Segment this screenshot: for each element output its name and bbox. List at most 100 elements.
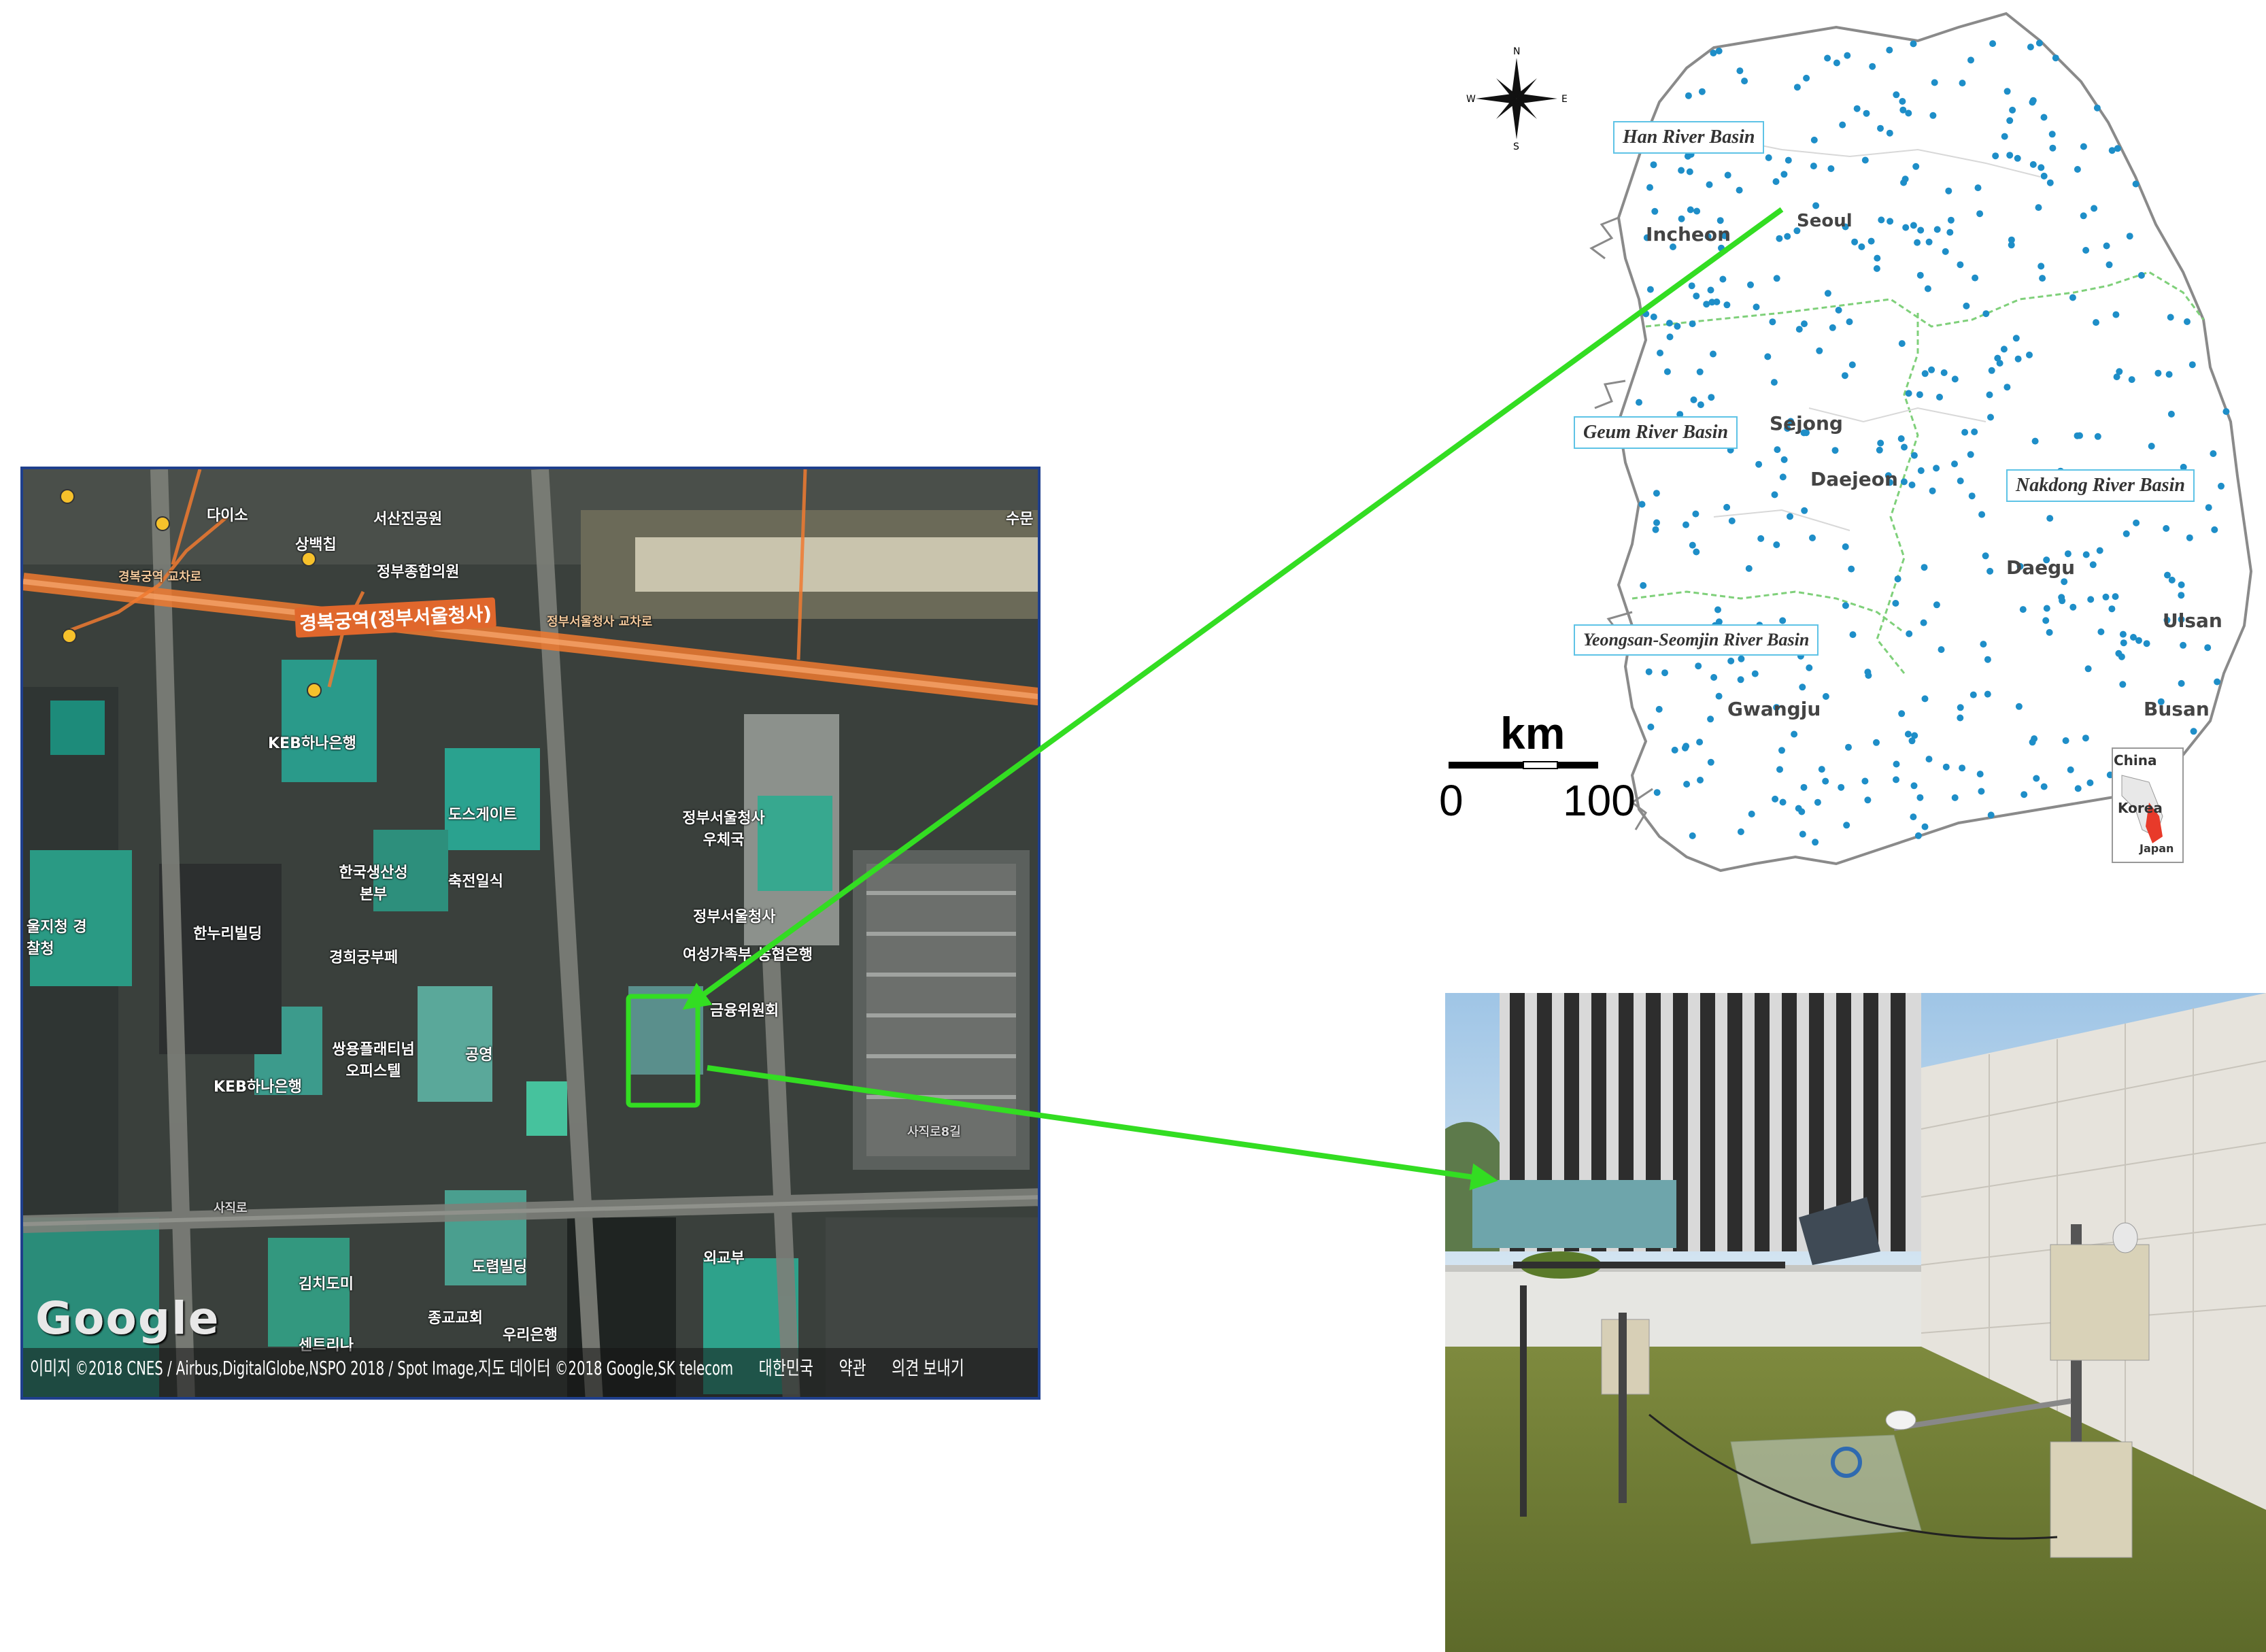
station-dot (1753, 303, 1760, 311)
station-dot (1992, 152, 1999, 160)
station-dot (2026, 351, 2033, 358)
station-dot (1737, 676, 1744, 684)
satellite-footer (23, 1348, 1038, 1397)
station-dot (2062, 737, 2069, 744)
station-dot (1833, 59, 1840, 67)
station-dot (1693, 207, 1701, 215)
station-dot (2049, 144, 2057, 152)
station-dot (1687, 206, 1694, 214)
station-dot (1908, 482, 1916, 488)
station-dot (1971, 428, 1978, 435)
map-label: 정부서울청사 교차로 (547, 615, 653, 629)
map-label: 정부서울청사 우체국 (682, 810, 765, 849)
city-label-gwangju: Gwangju (1727, 698, 1821, 720)
station-dot (2042, 617, 2050, 624)
station-dot (1810, 163, 1817, 170)
station-dot (1978, 788, 1985, 795)
station-dot (2008, 236, 2015, 243)
footer-link-feedback[interactable]: 의견 보내기 (892, 1357, 964, 1379)
station-dot (2184, 318, 2191, 325)
station-dot (1892, 600, 1899, 607)
station-dot (1650, 161, 1657, 169)
station-dot (2103, 242, 2110, 250)
station-dot (2135, 637, 2142, 644)
station-dot (2163, 525, 2170, 532)
station-dot (2205, 504, 2212, 511)
station-dot (2039, 275, 2046, 282)
station-dot (2178, 679, 2185, 687)
station-dot (1657, 350, 1663, 356)
station-dot (2046, 515, 2054, 522)
station-dot (1714, 606, 1721, 613)
station-dot (2074, 785, 2082, 792)
station-dot (1778, 747, 1785, 754)
station-dot (2093, 319, 2099, 326)
map-label: 금융위원회 (710, 1002, 779, 1019)
map-label: 울지청 경찰청 (27, 919, 87, 958)
station-dot (2114, 145, 2121, 152)
station-dot (1706, 181, 1713, 188)
footer-link-country[interactable]: 대한민국 (758, 1357, 814, 1379)
station-dot (2040, 114, 2048, 121)
station-dot (1745, 564, 1753, 572)
map-label: 도스게이트 (448, 807, 518, 824)
station-dot (2089, 561, 2097, 569)
station-dot (2178, 581, 2185, 588)
station-dot (1905, 390, 1912, 397)
station-dot (1987, 811, 1995, 819)
station-dot (2061, 578, 2068, 586)
station-dot (1976, 771, 1984, 778)
station-dot (2093, 104, 2101, 112)
station-dot (2113, 373, 2120, 381)
station-dot (1689, 541, 1696, 549)
station-dot (1703, 301, 1710, 308)
station-dot (1793, 227, 1801, 235)
copyright-text: 이미지 ©2018 CNES / Airbus,DigitalGlobe,NSP… (30, 1353, 964, 1381)
station-dot (2020, 791, 2028, 798)
station-dot (1976, 210, 1984, 218)
station-dot (1848, 361, 1856, 369)
station-dot (1692, 510, 1700, 518)
station-dot (1961, 428, 1969, 436)
station-dot (2029, 739, 2036, 746)
station-dot (1689, 320, 1696, 328)
station-dot (1822, 693, 1829, 700)
station-dot (2167, 314, 2174, 321)
station-dot (1940, 369, 1948, 376)
station-dot (1685, 92, 1692, 99)
station-dot (1653, 490, 1660, 497)
station-dot (1791, 730, 1798, 738)
station-dot (1710, 674, 1718, 681)
station-dot (1902, 224, 1910, 231)
station-dot (1899, 98, 1906, 105)
station-dot (1688, 282, 1695, 290)
station-dot (1904, 730, 1912, 738)
station-dot (1822, 777, 1829, 785)
station-dot (2130, 634, 2137, 641)
station-dot (1774, 446, 1781, 454)
station-dot (2016, 562, 2024, 570)
station-dot (2019, 606, 2027, 613)
station-dot (2112, 593, 2119, 601)
station-dot (1978, 511, 1986, 518)
station-dot (1646, 286, 1654, 293)
station-dot (1689, 832, 1696, 839)
station-dot (2014, 154, 2021, 162)
station-dot (1681, 744, 1689, 752)
station-dot (1647, 723, 1655, 730)
footer-link-terms[interactable]: 약관 (839, 1357, 866, 1379)
station-dot (2046, 628, 2053, 636)
station-dot (1863, 109, 1870, 117)
station-dot (2003, 384, 2011, 391)
station-dot (1936, 393, 1943, 401)
google-logo: Google (35, 1292, 220, 1345)
station-dot (2120, 639, 2127, 647)
station-dot (1724, 171, 1731, 179)
station-dot (1784, 233, 1791, 240)
inset-map (2112, 747, 2184, 863)
station-dot (1905, 109, 1912, 117)
station-dot (1842, 223, 1849, 231)
station-dot (1917, 226, 1925, 234)
station-dot (1869, 63, 1876, 70)
satellite-map[interactable]: 경복궁역(정부서울청사) 경복궁역 교차로 정부서울청사 교차로 KEB하나은행… (20, 467, 1041, 1400)
